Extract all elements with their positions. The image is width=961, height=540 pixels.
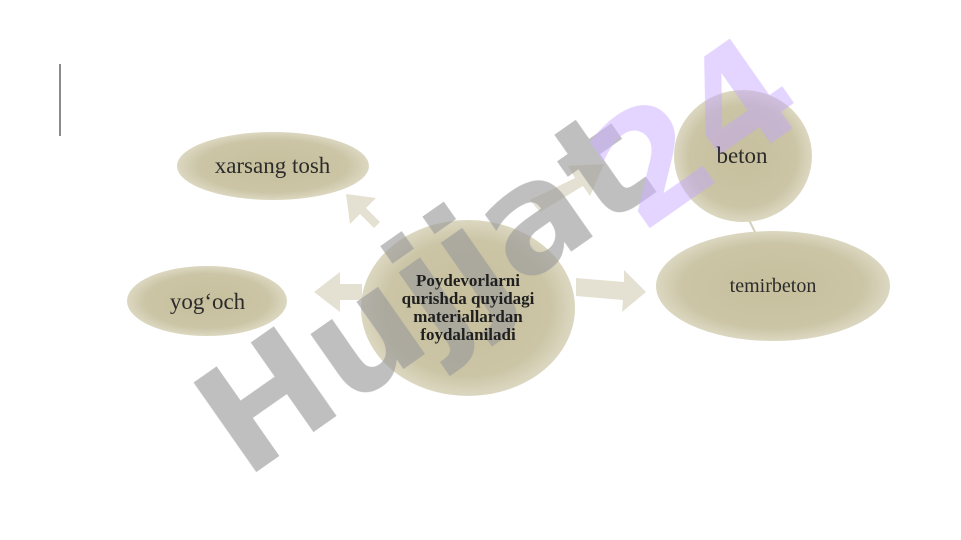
node-xarsang-label: xarsang tosh <box>214 152 331 178</box>
arrow-to-temirbeton <box>576 270 646 312</box>
node-beton-label: beton <box>716 142 768 168</box>
node-beton-shape <box>674 90 812 222</box>
node-temirbeton-label: temirbeton <box>729 274 817 297</box>
arrow-to-xarsang <box>346 194 390 228</box>
node-yogoch-shape <box>127 266 287 336</box>
arrow-to-yogoch <box>314 272 362 312</box>
node-xarsang-shape <box>177 132 369 200</box>
node-temirbeton-shape <box>656 231 890 341</box>
accent-bar <box>59 64 61 136</box>
node-yogoch-label: yog‘och <box>169 288 246 314</box>
arrow-to-beton <box>530 164 604 212</box>
node-center-shape <box>361 220 575 396</box>
node-center-label: Poydevorlarni qurishda quyidagi material… <box>401 271 535 344</box>
